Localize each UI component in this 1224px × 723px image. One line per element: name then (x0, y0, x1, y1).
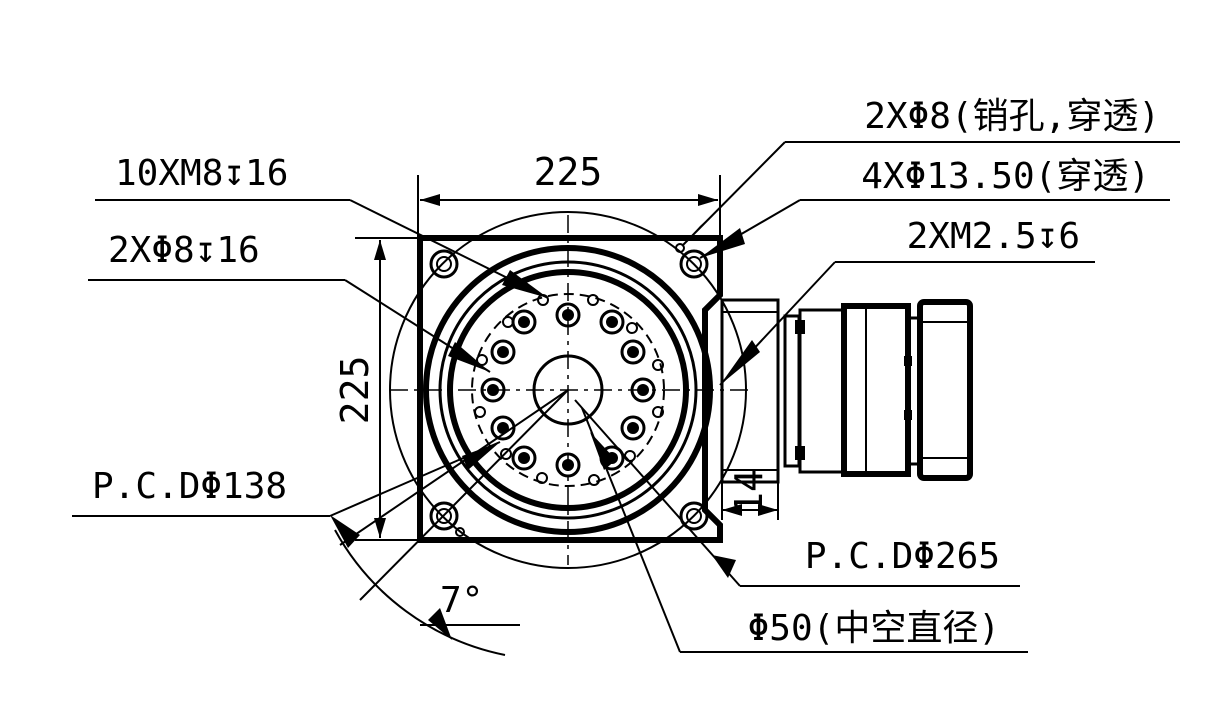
tapped-hole (599, 309, 625, 335)
small-hole (652, 359, 664, 371)
small-hole (536, 472, 548, 484)
callout-pcd-265: P.C.DΦ265 (574, 399, 1020, 587)
tapped-hole-core (627, 346, 639, 358)
callout-small-tapped: 2XM2.5↧6 (719, 216, 1095, 386)
callout-tapped-m8-label: 10XM8↧16 (115, 153, 288, 194)
tapped-hole (490, 339, 516, 365)
small-hole (476, 354, 488, 366)
callout-tapped-m8: 10XM8↧16 (95, 153, 549, 299)
callout-through-holes: 4XΦ13.50(穿透) (699, 156, 1170, 259)
tapped-hole-core (562, 459, 574, 471)
dimension-width-top: 225 (417, 150, 721, 236)
tapped-hole-core (637, 384, 649, 396)
tapped-hole-core (627, 422, 639, 434)
tapped-hole (620, 415, 646, 441)
small-hole (500, 448, 512, 460)
tapped-hole-core (518, 452, 530, 464)
corner-hole-bottom-right (679, 501, 709, 531)
tapped-hole (630, 377, 656, 403)
dimension-offset-right: 14 (721, 300, 779, 520)
small-hole (502, 316, 514, 328)
tapped-hole (490, 415, 516, 441)
dimension-height-left: 225 (333, 237, 418, 541)
angle-label: 7° (440, 580, 483, 621)
callout-pin-holes-label: 2XΦ8(销孔,穿透) (864, 96, 1160, 137)
callout-hole-8-depth: 2XΦ8↧16 (88, 230, 491, 373)
corner-hole-top-right (679, 249, 709, 279)
tapped-hole (620, 339, 646, 365)
callout-pin-holes: 2XΦ8(销孔,穿透) (681, 96, 1180, 247)
callout-hollow-bore-label: Φ50(中空直径) (748, 608, 1000, 649)
tapped-hole (511, 445, 537, 471)
small-hole (588, 474, 600, 486)
callout-through-holes-label: 4XΦ13.50(穿透) (861, 156, 1150, 197)
tapped-hole-core (497, 346, 509, 358)
tapped-hole (480, 377, 506, 403)
small-hole (652, 406, 664, 418)
dimension-height-label: 225 (333, 356, 377, 425)
callout-pcd-138: P.C.DΦ138 (72, 441, 501, 517)
dimension-width-label: 225 (534, 150, 603, 194)
small-hole (474, 406, 486, 418)
angle-dimension: 7° (330, 389, 569, 656)
callout-pcd-138-label: P.C.DΦ138 (92, 466, 287, 507)
callout-pcd-265-label: P.C.DΦ265 (805, 536, 1000, 577)
corner-hole-bottom-left (429, 501, 459, 531)
tapped-hole (555, 452, 581, 478)
small-hole-pattern (474, 294, 664, 486)
motor-assembly (720, 298, 973, 484)
callout-small-tapped-label: 2XM2.5↧6 (907, 216, 1080, 257)
callout-hole-8-depth-label: 2XΦ8↧16 (108, 230, 260, 271)
tapped-hole-core (562, 309, 574, 321)
corner-hole-top-left (429, 249, 459, 279)
small-hole (626, 322, 638, 334)
tapped-hole (555, 302, 581, 328)
tapped-hole-core (518, 316, 530, 328)
small-hole (587, 294, 599, 306)
tapped-hole-core (606, 316, 618, 328)
dimension-offset-label: 14 (727, 469, 771, 515)
callout-hollow-bore: Φ50(中空直径) (581, 407, 1028, 653)
tapped-hole-core (487, 384, 499, 396)
